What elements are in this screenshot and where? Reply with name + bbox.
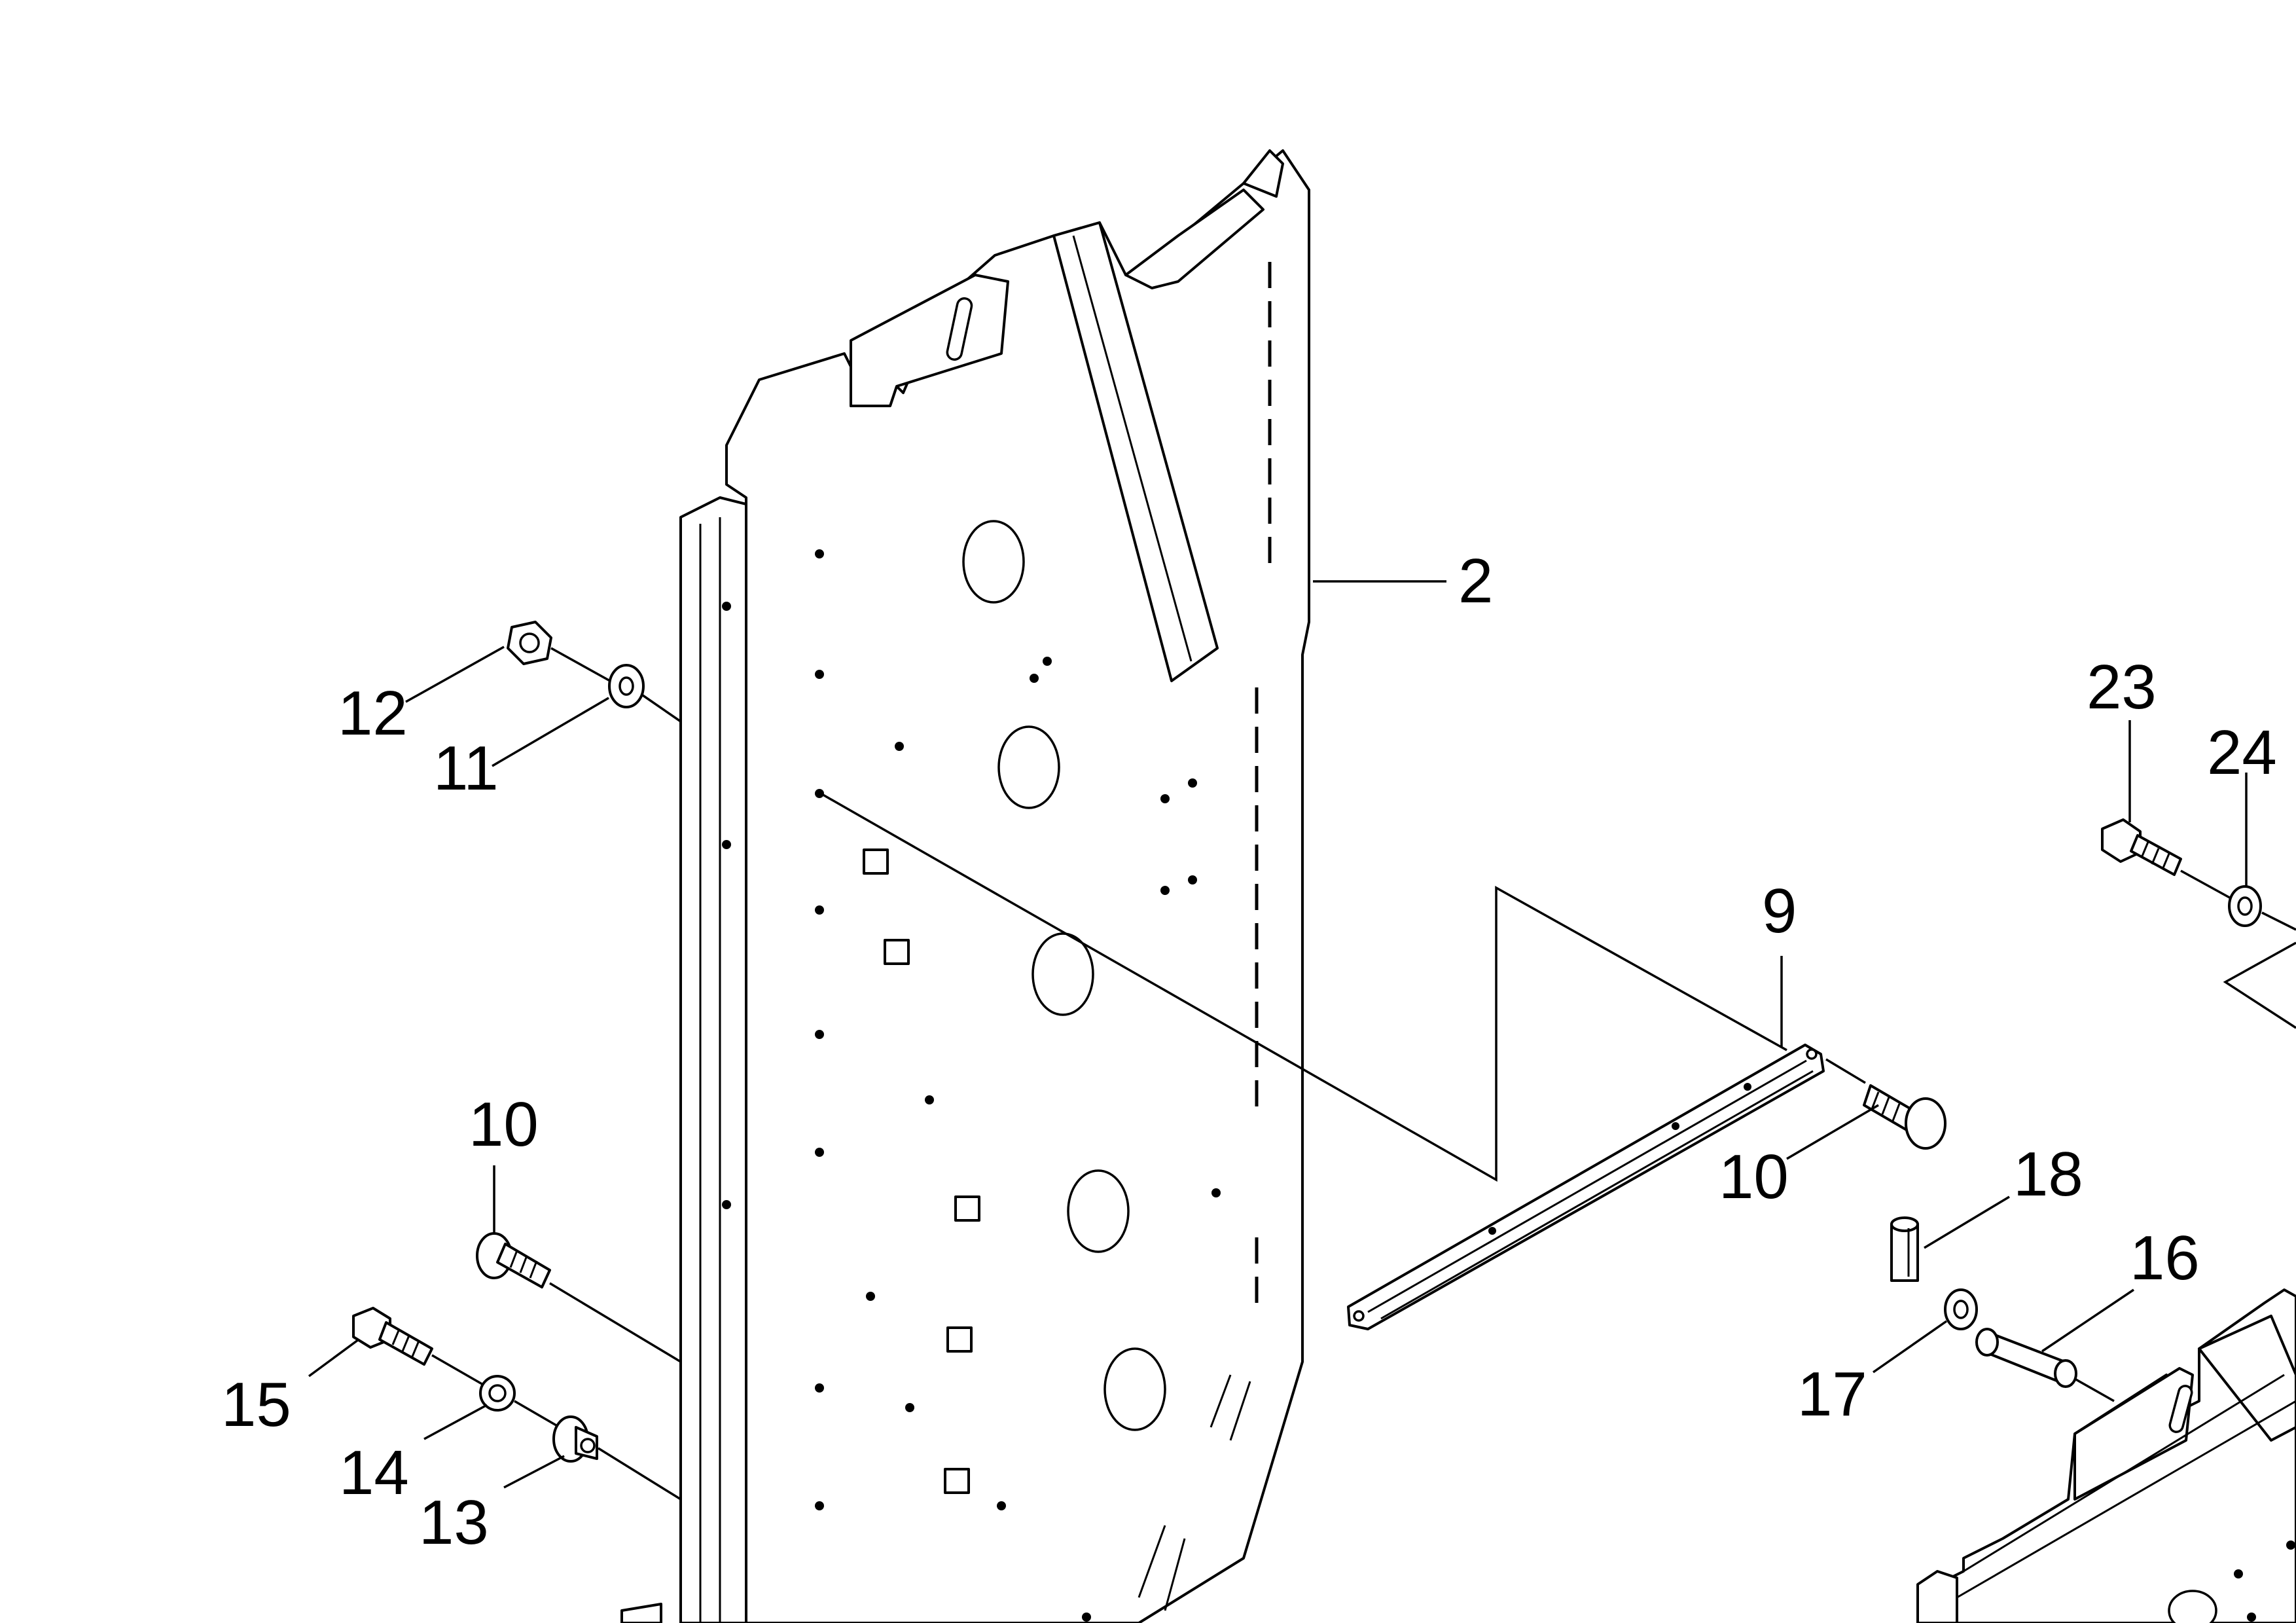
support-bar-9: [1347, 1044, 1825, 1330]
panel-fastener-holes: [815, 549, 1221, 1622]
callout-12: 12: [338, 678, 408, 748]
square-nut: [884, 939, 910, 965]
square-nut: [946, 1326, 973, 1353]
callout-18: 18: [2013, 1139, 2083, 1209]
square-nut: [944, 1468, 970, 1494]
callout-16: 16: [2130, 1223, 2200, 1293]
callout-24: 24: [2207, 718, 2277, 788]
callout-13: 13: [419, 1487, 489, 1558]
callout-10-right: 10: [1719, 1142, 1789, 1212]
callout-10-left: 10: [469, 1089, 539, 1159]
vertical-post: [620, 496, 747, 1623]
right-panel-assembly: [1916, 1288, 2296, 1623]
side-panel: [725, 149, 1310, 1623]
carriage-bolt-10-right: [1863, 1084, 1946, 1150]
panel-hole: [1031, 932, 1094, 1016]
panel-hole: [997, 725, 1060, 809]
panel-hole: [962, 520, 1025, 604]
square-nut: [954, 1195, 980, 1222]
slot-hole: [946, 297, 973, 361]
lock-washer-14: [479, 1375, 516, 1412]
callout-9: 9: [1762, 876, 1797, 946]
carriage-bolt-10-left: [476, 1232, 551, 1288]
square-nut: [863, 848, 889, 875]
bolt-23: [2101, 818, 2182, 876]
callout-23: 23: [2087, 652, 2157, 722]
nut-12: [507, 621, 552, 665]
panel-hole: [1067, 1169, 1130, 1253]
callout-14: 14: [339, 1438, 409, 1508]
pin-18: [1890, 1216, 1919, 1282]
washer-24: [2228, 885, 2262, 927]
panel-hole: [1103, 1347, 1166, 1431]
washer-11: [608, 664, 645, 708]
callout-15: 15: [221, 1370, 291, 1440]
callout-2: 2: [1458, 546, 1493, 616]
callout-11: 11: [433, 733, 499, 803]
callout-17: 17: [1797, 1359, 1867, 1429]
bolt-15: [352, 1307, 433, 1366]
flange-nut-13: [552, 1415, 598, 1463]
washer-17: [1944, 1288, 1978, 1330]
sleeve-16: [1975, 1328, 2077, 1388]
